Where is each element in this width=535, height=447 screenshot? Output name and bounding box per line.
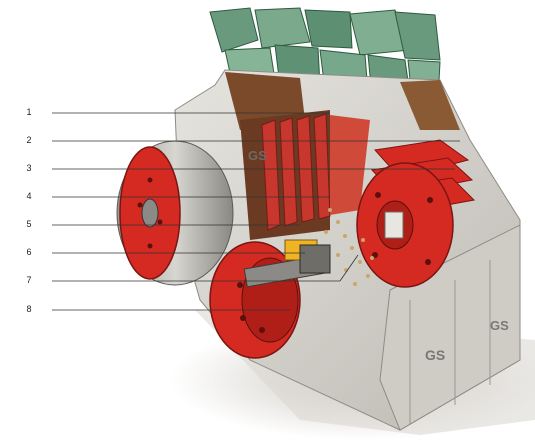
callout-4: 4 [20, 191, 38, 201]
callout-6: 6 [20, 247, 38, 257]
callout-3: 3 [20, 163, 38, 173]
logo-housing-side: GS [425, 347, 445, 363]
callout-7: 7 [20, 275, 38, 285]
logo-housing-top: GS [248, 148, 267, 163]
callout-1: 1 [20, 107, 38, 117]
callout-8: 8 [20, 304, 38, 314]
logo-housing-end: GS [490, 318, 509, 333]
callout-2: 2 [20, 135, 38, 145]
callout-5: 5 [20, 219, 38, 229]
flywheel-pulley [117, 141, 233, 285]
